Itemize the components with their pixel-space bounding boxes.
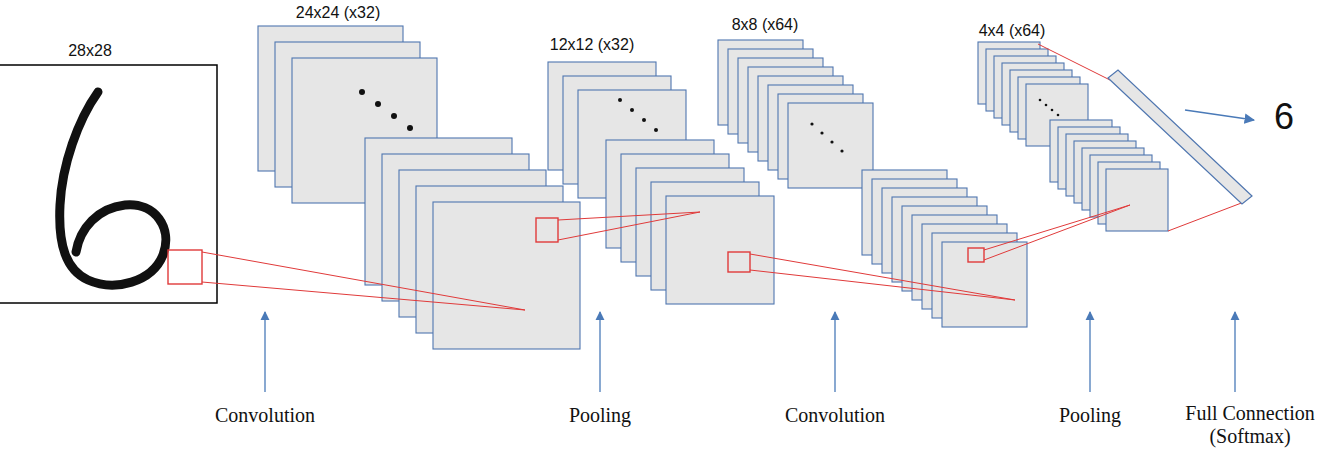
stage-label: Full Connection (Softmax) [1180,402,1320,448]
size-label: 28x28 [68,42,112,60]
receptive-field-lines [168,44,1244,310]
output-digit: 6 [1274,96,1294,137]
stage-label: Pooling [1059,404,1121,427]
stage-label: Convolution [785,404,885,427]
stage-arrow [1089,312,1090,392]
stage-label: Convolution [215,404,315,427]
projection-line [984,205,1130,260]
ellipsis-dot [810,122,813,125]
projection-line [750,254,1015,300]
ellipsis-dot [840,149,843,152]
ellipsis-dot [391,113,397,119]
feature-map [666,196,774,304]
projection-line [1168,202,1244,231]
projection-line [1038,44,1110,80]
ellipsis-dot [820,131,823,134]
ellipsis-dot [630,108,634,112]
size-label: 4x4 (x64) [979,22,1046,40]
ellipsis-dot [1045,104,1048,107]
ellipsis-dot [1051,109,1054,112]
size-label: 24x24 (x32) [296,4,381,22]
projection-line [558,212,700,240]
ellipsis-dot [654,128,658,132]
ellipsis-dot [407,125,413,131]
feature-map [1106,169,1168,231]
stage-arrows [265,312,1235,392]
stage-arrow [834,312,835,392]
ellipsis-dot [642,118,646,122]
receptive-field [728,252,750,272]
projection-line [984,205,1130,250]
ellipsis-dot [1057,114,1060,117]
size-label: 8x8 (x64) [732,16,799,34]
ellipsis-dot [359,89,365,95]
receptive-field [536,218,558,242]
feature-map-stacks [258,26,1168,349]
input-image-frame [0,65,217,303]
projection-line [202,252,525,310]
ellipsis-dot [375,101,381,107]
size-label: 12x12 (x32) [550,36,635,54]
projection-line [202,282,525,310]
stage-arrow [264,312,265,392]
stage-label: Pooling [569,404,631,427]
feature-map [942,242,1027,327]
feature-map [433,202,580,349]
ellipsis-dot [1039,99,1042,102]
fully-connected-bar [1108,70,1252,204]
receptive-field [968,248,984,262]
ellipsis-dot [830,140,833,143]
ellipsis-dot [618,98,622,102]
projection-line [750,270,1015,300]
stage-arrow [1234,312,1235,392]
feature-map [788,103,873,188]
output-arrow [1185,110,1254,120]
receptive-field [168,250,202,284]
stage-arrow [599,312,600,392]
digit-six [60,92,166,285]
